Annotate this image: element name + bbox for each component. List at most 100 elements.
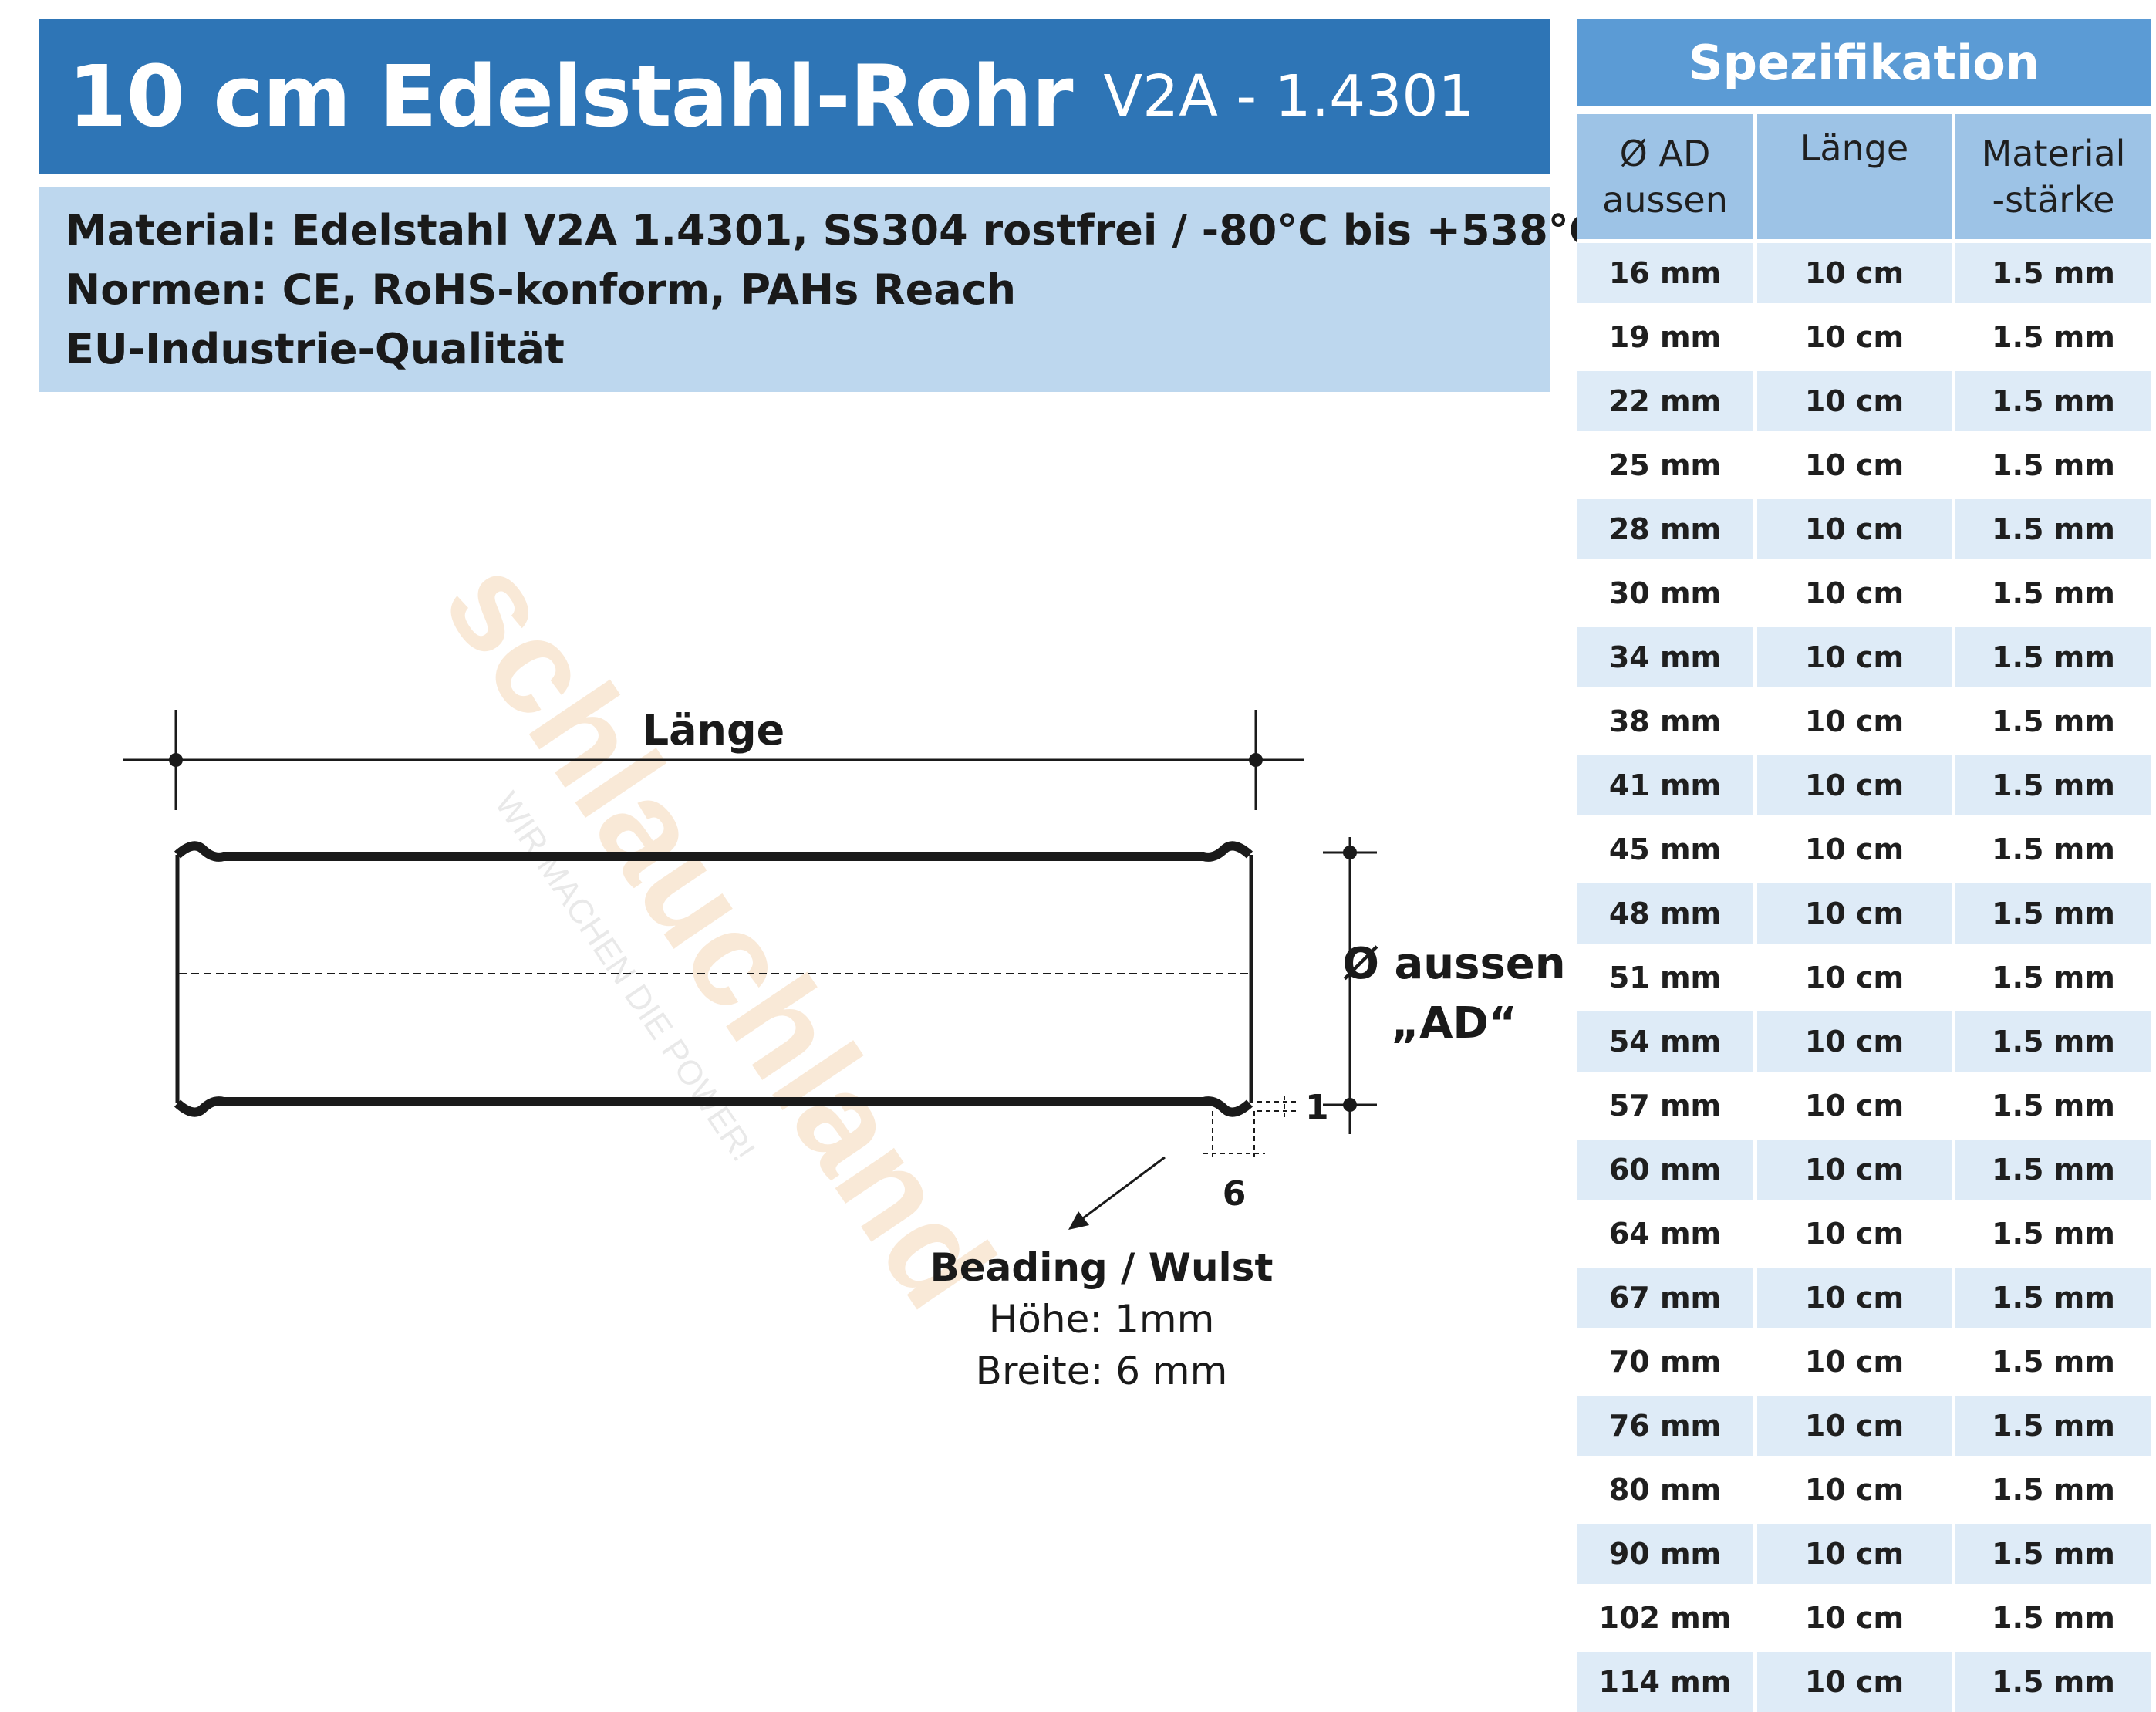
- thickness-cell: 1.5 mm: [1955, 239, 2151, 303]
- pipe-outline: [174, 841, 1253, 1117]
- diameter-label: Ø aussen: [1342, 939, 1565, 989]
- column-header-diameter-line2: aussen: [1602, 179, 1728, 221]
- diameter-cell: 90 mm: [1577, 1520, 1757, 1584]
- column-header-diameter-line1: Ø AD: [1619, 133, 1711, 174]
- bead-detail-dimension: [1203, 1096, 1296, 1157]
- page-subtitle: V2A - 1.4301: [1103, 63, 1475, 130]
- material-line: Material: Edelstahl V2A 1.4301, SS304 ro…: [66, 206, 1600, 255]
- length-endpoint-right: [1249, 753, 1263, 767]
- diameter-cell: 16 mm: [1577, 239, 1757, 303]
- diameter-cell: 80 mm: [1577, 1456, 1757, 1520]
- length-cell: 10 cm: [1757, 1584, 1955, 1648]
- pipe-diagram: schlauchland WIR MACHEN DIE POWER! Länge…: [123, 534, 1566, 1393]
- length-cell: 10 cm: [1757, 1264, 1955, 1328]
- thickness-cell: 1.5 mm: [1955, 1456, 2151, 1520]
- length-cell: 10 cm: [1757, 1520, 1955, 1584]
- bead-height-dimension: 1: [1305, 1088, 1329, 1127]
- thickness-cell: 1.5 mm: [1955, 1392, 2151, 1456]
- diameter-cell: 30 mm: [1577, 559, 1757, 623]
- thickness-cell: 1.5 mm: [1955, 1072, 2151, 1136]
- diameter-label-ad: „AD“: [1391, 998, 1517, 1048]
- quality-line: EU-Industrie-Qualität: [66, 325, 565, 373]
- thickness-cell: 1.5 mm: [1955, 1328, 2151, 1392]
- diameter-cell: 64 mm: [1577, 1200, 1757, 1264]
- diameter-cell: 70 mm: [1577, 1328, 1757, 1392]
- column-header-thickness-line1: Material: [1981, 133, 2126, 174]
- spec-table: Ø AD aussen Länge Material -stärke 16 mm…: [1577, 114, 2151, 1712]
- column-header-thickness: Material -stärke: [1955, 114, 2151, 239]
- thickness-cell: 1.5 mm: [1955, 751, 2151, 815]
- diameter-cell: 41 mm: [1577, 751, 1757, 815]
- thickness-cell: 1.5 mm: [1955, 1200, 2151, 1264]
- length-cell: 10 cm: [1757, 431, 1955, 495]
- thickness-cell: 1.5 mm: [1955, 1136, 2151, 1200]
- thickness-cell: 1.5 mm: [1955, 1008, 2151, 1072]
- length-cell: 10 cm: [1757, 495, 1955, 559]
- length-cell: 10 cm: [1757, 751, 1955, 815]
- diameter-cell: 102 mm: [1577, 1584, 1757, 1648]
- length-cell: 10 cm: [1757, 367, 1955, 431]
- diameter-cell: 51 mm: [1577, 944, 1757, 1008]
- diameter-cell: 19 mm: [1577, 303, 1757, 367]
- diameter-endpoint-top: [1343, 846, 1357, 859]
- length-cell: 10 cm: [1757, 239, 1955, 303]
- watermark: schlauchland WIR MACHEN DIE POWER!: [415, 534, 1022, 1333]
- length-cell: 10 cm: [1757, 815, 1955, 880]
- diameter-cell: 60 mm: [1577, 1136, 1757, 1200]
- watermark-brand: schlauchland: [415, 534, 1022, 1333]
- thickness-cell: 1.5 mm: [1955, 303, 2151, 367]
- thickness-cell: 1.5 mm: [1955, 880, 2151, 944]
- column-header-length: Länge: [1757, 114, 1955, 239]
- length-cell: 10 cm: [1757, 1392, 1955, 1456]
- diameter-cell: 67 mm: [1577, 1264, 1757, 1328]
- length-cell: 10 cm: [1757, 559, 1955, 623]
- column-header-thickness-line2: -stärke: [1992, 179, 2115, 221]
- diameter-cell: 48 mm: [1577, 880, 1757, 944]
- bead-width-dimension: 6: [1223, 1174, 1247, 1214]
- length-cell: 10 cm: [1757, 303, 1955, 367]
- diameter-cell: 28 mm: [1577, 495, 1757, 559]
- length-cell: 10 cm: [1757, 623, 1955, 687]
- thickness-cell: 1.5 mm: [1955, 815, 2151, 880]
- spec-header: Spezifikation: [1577, 19, 2151, 106]
- thickness-cell: 1.5 mm: [1955, 495, 2151, 559]
- length-cell: 10 cm: [1757, 1072, 1955, 1136]
- diameter-endpoint-bottom: [1343, 1098, 1357, 1112]
- diameter-cell: 76 mm: [1577, 1392, 1757, 1456]
- title-bar: 10 cm Edelstahl-Rohr V2A - 1.4301: [39, 19, 1550, 174]
- norms-line: Normen: CE, RoHS-konform, PAHs Reach: [66, 265, 1017, 314]
- thickness-cell: 1.5 mm: [1955, 559, 2151, 623]
- length-cell: 10 cm: [1757, 1008, 1955, 1072]
- length-cell: 10 cm: [1757, 1328, 1955, 1392]
- diameter-cell: 57 mm: [1577, 1072, 1757, 1136]
- length-endpoint-left: [169, 753, 183, 767]
- beading-height: Höhe: 1mm: [989, 1297, 1215, 1342]
- beading-width: Breite: 6 mm: [976, 1349, 1228, 1393]
- thickness-cell: 1.5 mm: [1955, 1520, 2151, 1584]
- thickness-cell: 1.5 mm: [1955, 431, 2151, 495]
- column-header-length-line1: Länge: [1800, 127, 1909, 169]
- length-cell: 10 cm: [1757, 1456, 1955, 1520]
- page-title: 10 cm Edelstahl-Rohr: [68, 47, 1073, 146]
- diameter-cell: 22 mm: [1577, 367, 1757, 431]
- beading-title: Beading / Wulst: [930, 1245, 1274, 1290]
- spec-table-header-row: Ø AD aussen Länge Material -stärke: [1577, 114, 2151, 239]
